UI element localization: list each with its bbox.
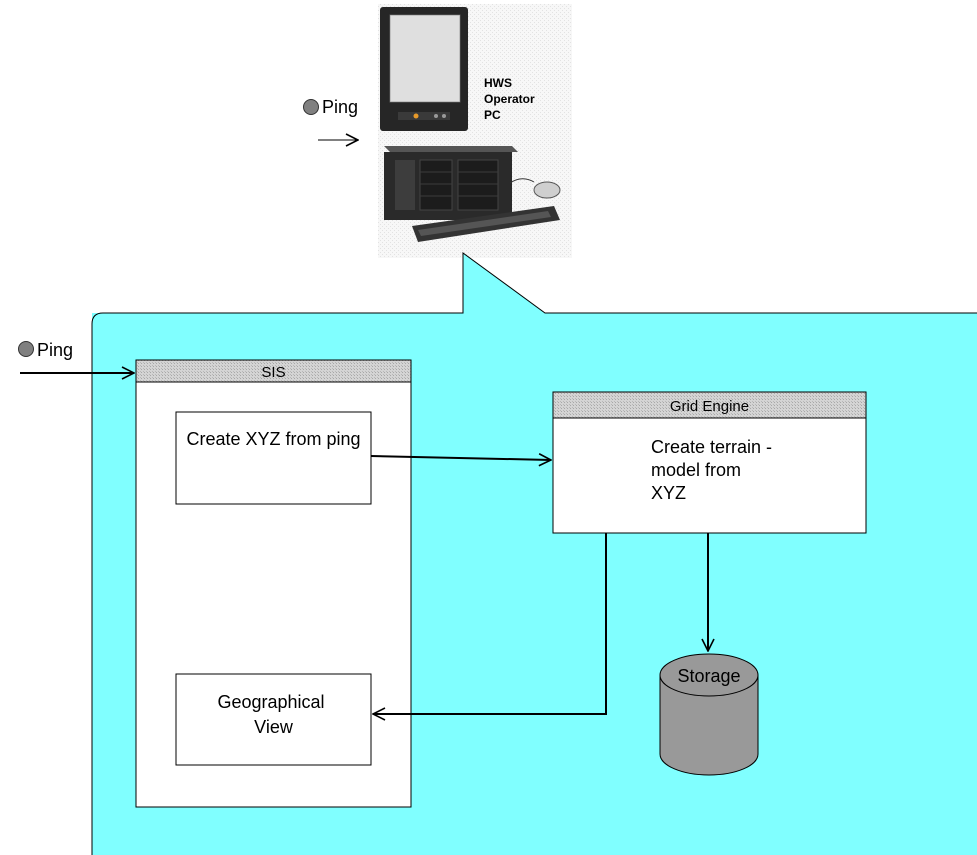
computer-case-icon	[384, 146, 518, 220]
storage-cylinder: Storage	[659, 653, 759, 776]
pc-caption-line-1: HWS	[484, 76, 512, 90]
grid-engine-title: Grid Engine	[670, 398, 749, 415]
ping-dot-icon	[18, 341, 34, 357]
pc-caption-line-3: PC	[484, 108, 501, 122]
create-xyz-label: Create XYZ from ping	[186, 429, 360, 449]
geo-view-line-2: View	[254, 717, 294, 737]
grid-engine-body: Create terrain - model from XYZ	[651, 437, 777, 503]
xyz-to-grid-arrow	[370, 456, 551, 460]
geo-view-line-1: Geographical	[217, 692, 324, 712]
ping-dot-icon	[303, 99, 319, 115]
grid-engine-header	[552, 391, 867, 419]
operator-pc-image	[378, 4, 572, 258]
sis-title: SIS	[261, 364, 285, 381]
grid-engine-box: Grid Engine Create terrain - model from …	[552, 391, 867, 534]
ping-top: Ping	[303, 97, 359, 140]
sis-box: SIS Create XYZ from ping Geographical Vi…	[135, 359, 412, 808]
geographical-view-box	[175, 673, 372, 766]
ping-left: Ping	[18, 340, 73, 360]
grid-to-geoview-arrow	[373, 533, 607, 714]
sis-header	[135, 359, 412, 383]
pc-caption: HWS Operator PC	[484, 76, 538, 122]
storage-label: Storage	[677, 666, 740, 686]
geographical-view-label: Geographical View	[217, 692, 329, 737]
grid-engine-line-2: model from	[651, 460, 741, 480]
create-xyz-box	[175, 411, 372, 505]
ping-left-label: Ping	[37, 340, 73, 360]
grid-engine-line-3: XYZ	[651, 483, 686, 503]
ping-top-label: Ping	[322, 97, 358, 117]
monitor-icon	[380, 7, 468, 131]
grid-engine-line-1: Create terrain -	[651, 437, 772, 457]
keyboard-icon	[412, 206, 560, 242]
mouse-icon	[509, 178, 561, 199]
pc-caption-line-2: Operator	[484, 92, 535, 106]
